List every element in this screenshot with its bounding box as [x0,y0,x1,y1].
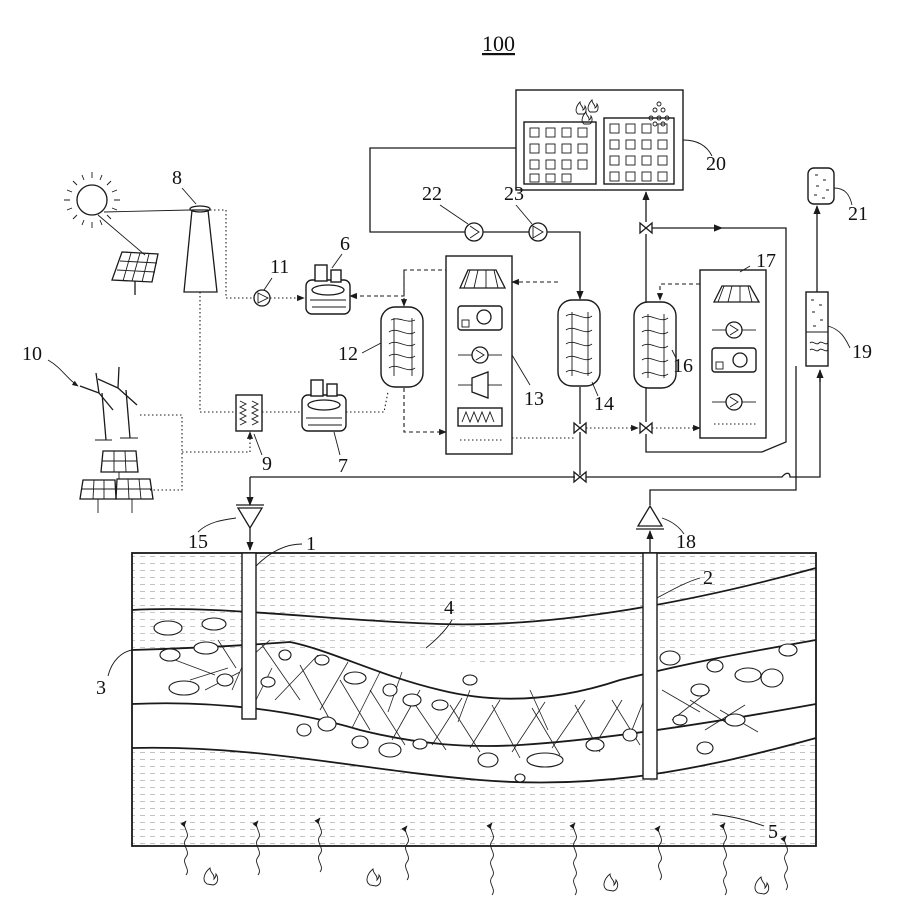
label-5: 5 [768,821,778,843]
label-16: 16 [673,355,693,377]
production-pump-18 [636,506,664,529]
sun-icon [64,172,120,228]
label-12: 12 [338,343,358,365]
valve-14 [574,423,586,433]
label-11: 11 [270,256,289,278]
heat-exchanger-12 [381,307,423,387]
generation-unit-13 [446,256,512,454]
compressor-7 [302,380,346,431]
solar-tower [184,206,217,292]
injection-well [242,553,256,719]
valve-16 [640,423,652,433]
label-10: 10 [22,343,42,365]
label-6: 6 [340,233,350,255]
label-18: 18 [676,531,696,553]
label-20: 20 [706,153,726,175]
solar-panel-icon [112,252,158,295]
label-17: 17 [756,250,776,272]
underground-section [132,553,816,895]
label-19: 19 [852,341,872,363]
label-23: 23 [504,183,524,205]
label-15: 15 [188,531,208,553]
separator-19 [806,292,828,366]
heat-exchanger-14 [558,300,600,386]
label-13: 13 [524,388,544,410]
pump-22 [465,223,483,241]
label-9: 9 [262,453,272,475]
sun-ray [98,215,145,255]
storage-tank [808,168,834,204]
solar-farm-icon [80,451,153,513]
compressor-6 [306,265,350,314]
pump-23 [529,223,547,241]
generation-unit-17 [700,270,766,438]
pump-11 [254,290,270,306]
wind-turbine-icon [80,367,138,440]
label-8: 8 [172,167,182,189]
figure-title: 100 [482,31,515,56]
sun-ray-tower [104,210,190,212]
lower-layer [132,738,816,846]
label-1: 1 [306,533,316,555]
heat-storage-unit [236,395,262,431]
injection-pump-15 [236,505,264,528]
buildings [516,90,683,190]
label-4: 4 [444,597,454,619]
heat-exchanger-16 [634,302,676,388]
label-14: 14 [594,393,614,415]
label-3: 3 [96,677,106,699]
label-2: 2 [703,567,713,589]
label-7: 7 [338,455,348,477]
label-22: 22 [422,183,442,205]
label-21: 21 [848,203,868,225]
valve-top [640,223,652,233]
production-well [643,553,657,779]
flame-icons [204,868,769,894]
